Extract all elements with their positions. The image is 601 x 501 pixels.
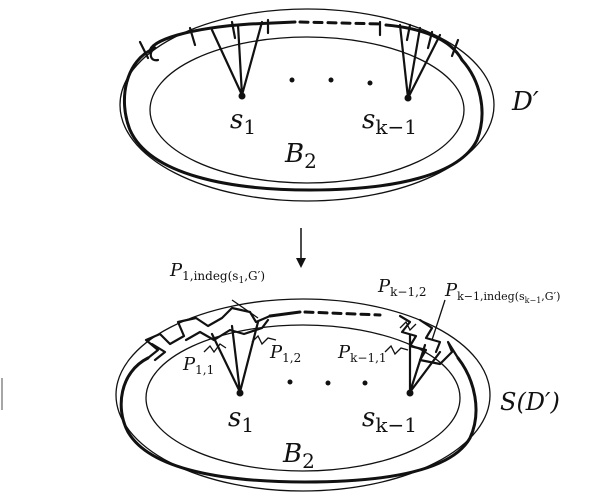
outer-ellipse-top (119, 8, 495, 202)
label-p12: P1,2 (269, 342, 301, 365)
label-pkdeg: Pk−1,indeg(sk−1,G′) (444, 280, 560, 305)
edges-sk-bottom (408, 333, 442, 394)
dot-top-1 (289, 77, 295, 83)
thick-cycle-bottom (119, 356, 478, 484)
thick-cycle-bottom-dashed (303, 310, 382, 317)
zigzag-pk12 (399, 320, 417, 332)
leader-p1deg (231, 299, 259, 319)
dot-bottom-2 (325, 380, 331, 386)
leader-pkdeg (431, 299, 446, 341)
thick-cycle-bottom-upper (268, 310, 302, 318)
vertex-sk-bottom (406, 389, 414, 397)
label-region-top: B2 (284, 139, 317, 173)
wiggle-right-inner (418, 318, 442, 354)
label-s1-top: s1 (230, 105, 256, 139)
bottom-diagram: P1,indeg(s1,G′) Pk−1,indeg(sk−1,G′) Pk−1… (115, 260, 560, 492)
label-p1deg: P1,indeg(s1,G′) (169, 260, 265, 286)
label-s1-bottom: s1 (228, 403, 254, 437)
vertex-s1-top (238, 92, 246, 100)
zigzag-pk11 (384, 344, 409, 356)
dot-bottom-1 (287, 379, 293, 385)
dot-bottom-3 (362, 380, 368, 386)
dot-top-3 (367, 80, 373, 86)
edges-s1-bottom (210, 320, 260, 394)
label-pk2: Pk−1,2 (377, 276, 427, 299)
inner-ellipse-bottom (145, 324, 461, 472)
label-p11: P1,1 (182, 354, 214, 377)
zigzag-p12 (251, 334, 277, 346)
outer-ellipse-bottom (115, 298, 491, 492)
down-arrow (296, 228, 306, 268)
label-pk1: Pk−1,1 (337, 342, 387, 365)
top-diagram: s1 sk−1 B2 D′ (119, 8, 539, 202)
wiggle-left-inner (150, 318, 270, 362)
vertex-sk-top (404, 94, 412, 102)
edges-s1-top (210, 20, 264, 97)
wiggle-left-boundary (144, 306, 272, 360)
edges-sk-top (398, 23, 442, 100)
label-sk-top: sk−1 (362, 105, 417, 139)
vertex-s1-bottom (236, 389, 244, 397)
dot-top-2 (328, 77, 334, 83)
label-surface-bottom: S(D′) (500, 388, 560, 416)
label-region-bottom: B2 (282, 439, 315, 473)
thick-cycle-top (123, 46, 484, 192)
thick-cycle-top-upper (148, 20, 297, 54)
inner-ellipse-top (149, 36, 465, 184)
ticks-top (138, 18, 460, 60)
label-sk-bottom: sk−1 (362, 403, 417, 437)
wiggle-right-boundary (398, 314, 460, 366)
hook-top (149, 46, 160, 62)
thick-cycle-top-dashed (298, 20, 384, 26)
label-surface-top: D′ (511, 87, 539, 117)
zigzag-p11 (203, 343, 227, 354)
